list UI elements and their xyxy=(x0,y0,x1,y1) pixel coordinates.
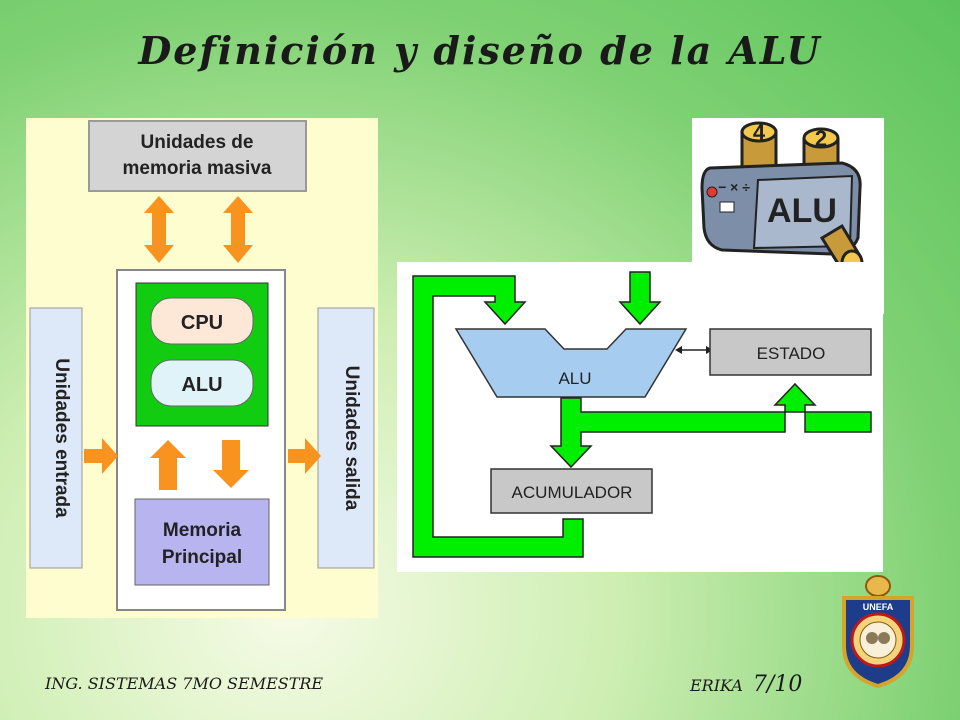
seal-center xyxy=(859,621,897,659)
footer-author: ERIKA xyxy=(690,676,743,695)
alu-box xyxy=(150,359,254,407)
main-memory-label-line1: Memoria xyxy=(163,520,242,541)
cpu-label: CPU xyxy=(181,312,223,334)
input-arrow xyxy=(84,438,118,474)
input-b-value: 2 xyxy=(815,126,827,151)
university-seal: UNEFA xyxy=(842,575,914,688)
status-box xyxy=(709,328,872,376)
plus-symbol xyxy=(706,186,718,198)
feedback-loop-arrow xyxy=(412,275,584,558)
double-arrow-left xyxy=(144,196,174,263)
alu-trapezoid xyxy=(454,328,688,398)
seal-crown xyxy=(865,575,891,597)
slot xyxy=(719,201,735,213)
output-units-box xyxy=(317,307,375,569)
operator-symbols: − × ÷ xyxy=(718,179,750,195)
computer-architecture-diagram: Unidades de memoria masiva CPU ALU Memor… xyxy=(26,118,378,618)
accumulator-label: ACUMULADOR xyxy=(512,483,633,502)
input-a-value: 4 xyxy=(753,120,766,145)
double-arrow-right xyxy=(223,196,253,263)
arrow-up xyxy=(150,440,186,490)
accumulator-box xyxy=(490,468,653,514)
mass-storage-arrows xyxy=(144,196,253,263)
alu-body-label: ALU xyxy=(767,192,837,230)
mass-storage-box xyxy=(88,120,307,192)
cpu-box xyxy=(150,297,254,345)
output-units-label: Unidades salida xyxy=(341,366,362,511)
output-arrow xyxy=(288,438,321,474)
arrow-down xyxy=(213,440,249,488)
seal-figure-left xyxy=(866,632,878,644)
alu-datapath-diagram: ALU ESTADO ACUMULADOR xyxy=(397,262,883,572)
mass-storage-label-line1: Unidades de xyxy=(141,132,254,153)
status-label: ESTADO xyxy=(757,344,826,363)
slide-title: Definición y diseño de la ALU xyxy=(138,28,822,73)
footer-course: ING. SISTEMAS 7MO SEMESTRE xyxy=(45,674,324,693)
input-arrow-b xyxy=(618,271,662,326)
alu-label: ALU xyxy=(181,374,222,396)
footer-author-page: ERIKA 7/10 xyxy=(690,672,802,697)
input-units-label: Unidades entrada xyxy=(51,358,72,518)
mass-storage-label-line2: memoria masiva xyxy=(123,158,272,179)
alu-output-arrow xyxy=(549,382,872,469)
input-units-box xyxy=(29,307,83,569)
main-memory-label-line2: Principal xyxy=(162,547,242,568)
main-memory-box xyxy=(134,498,270,586)
page-number: 7/10 xyxy=(752,672,803,697)
seal-figure-right xyxy=(878,632,890,644)
datapath-alu-label: ALU xyxy=(558,369,591,388)
seal-text: UNEFA xyxy=(863,602,894,612)
